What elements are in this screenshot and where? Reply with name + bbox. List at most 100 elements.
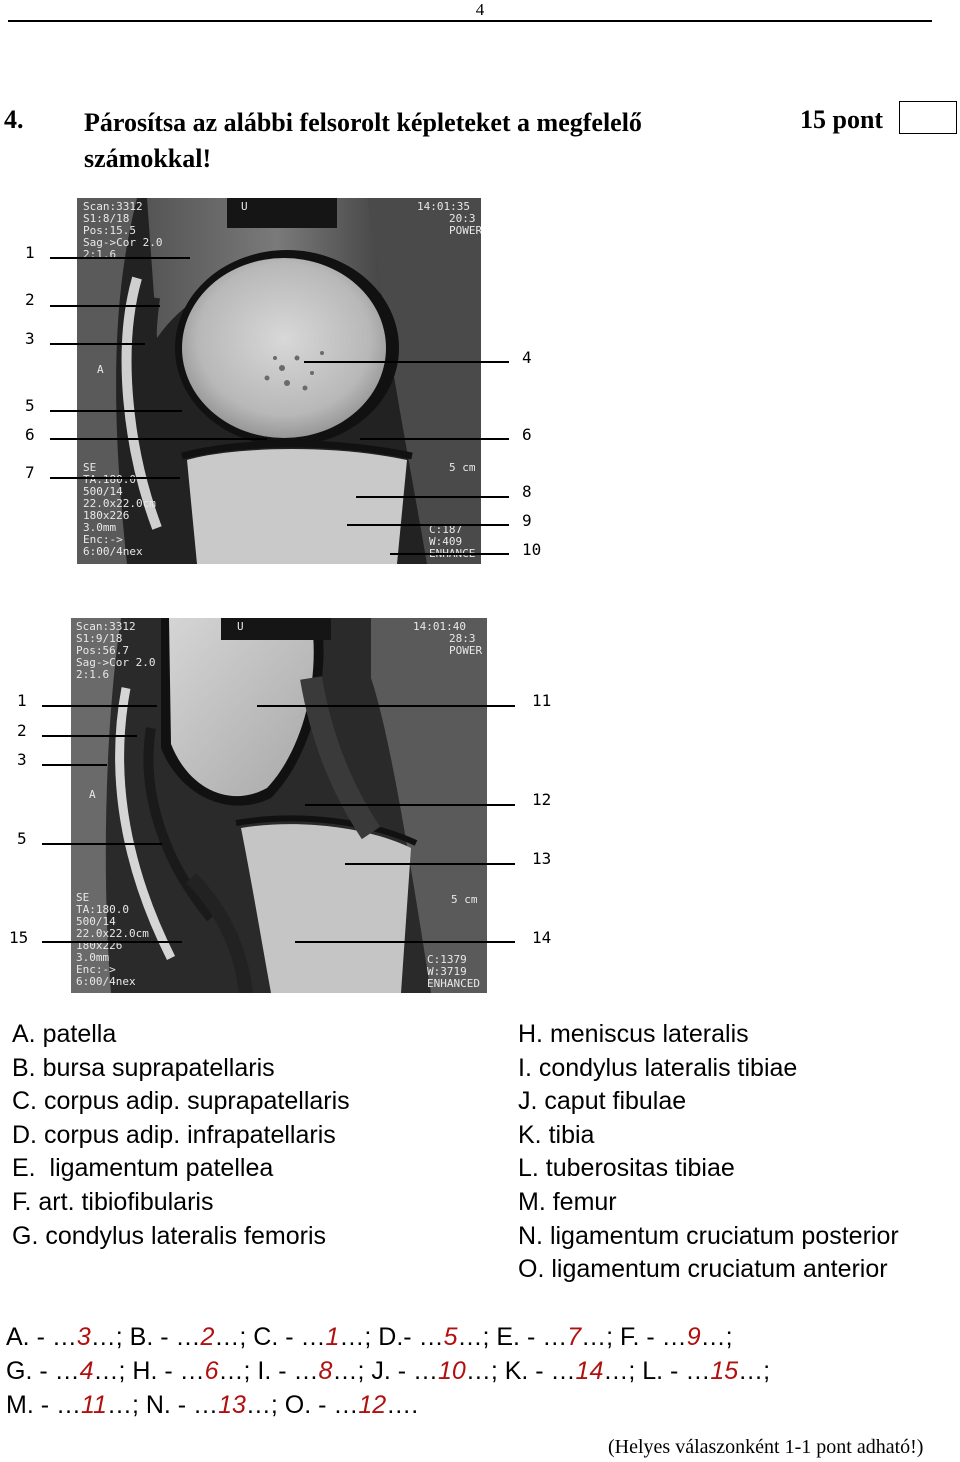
leader-1-right-9: [347, 524, 509, 526]
mri-1-overlay-right-3: POWER: [449, 224, 481, 237]
leader-2-right-14: [295, 941, 515, 943]
mri-1-overlay-br-1: C:187: [429, 523, 462, 536]
leader-2-left-3: [42, 764, 107, 766]
answer-c[interactable]: 1: [325, 1323, 340, 1351]
mri-2-overlay-left-1: Scan:3312: [76, 620, 136, 633]
leader-2-right-12: [305, 804, 515, 806]
question-number: 4.: [4, 105, 24, 134]
page-number: 4: [475, 0, 485, 19]
option-b: B. bursa suprapatellaris: [12, 1053, 275, 1082]
answer-line-2: G. - …4…; H. - …6…; I. - …8…; J. - …10…;…: [6, 1357, 771, 1385]
label-1-left-5: 5: [25, 396, 35, 415]
option-n: N. ligamentum cruciatum posterior: [518, 1221, 899, 1250]
option-i: I. condylus lateralis tibiae: [518, 1053, 798, 1082]
option-j: J. caput fibulae: [518, 1087, 687, 1116]
mri-2-overlay-right-2: 28:3: [449, 632, 476, 645]
answer-line-1: A. - …3…; B. - …2…; C. - …1…; D.- …5…; E…: [6, 1323, 733, 1351]
mri-2-overlay-bl-1: SE: [76, 891, 89, 904]
mri-2-overlay-bl-6: 3.0mm: [76, 951, 109, 964]
label-2-right-12: 12: [532, 790, 552, 809]
answer-l[interactable]: 15: [710, 1357, 739, 1385]
mri-2-overlay-br-2: W:3719: [427, 965, 467, 978]
label-2-left-3: 3: [17, 750, 27, 769]
mri-2-overlay-bl-4: 22.0x22.0cm: [76, 927, 149, 940]
mri-1-overlay-left-4: Sag->Cor 2.0: [83, 236, 162, 249]
label-1-left-2: 2: [25, 290, 35, 309]
label-1-left-7: 7: [25, 463, 35, 482]
mri-2-overlay-right-3: POWER: [449, 644, 482, 657]
option-o: O. ligamentum cruciatum anterior: [518, 1255, 888, 1284]
answer-f[interactable]: 9: [686, 1323, 701, 1351]
label-1-left-1: 1: [25, 243, 35, 262]
label-1-right-4: 4: [522, 348, 532, 367]
answer-block: A. - …3…; B. - …2…; C. - …1…; D.- …5…; E…: [6, 1320, 956, 1422]
answer-i[interactable]: 8: [318, 1357, 333, 1385]
score-box[interactable]: [899, 101, 957, 134]
option-a: A. patella: [12, 1020, 117, 1048]
leader-1-left-3: [50, 343, 145, 345]
label-1-right-10: 10: [522, 540, 542, 559]
leader-2-right-11: [257, 705, 515, 707]
option-h: H. meniscus lateralis: [518, 1020, 749, 1048]
option-m: M. femur: [518, 1187, 617, 1216]
option-k: K. tibia: [518, 1120, 595, 1149]
mri-1-overlay-right-2: 20:3: [449, 212, 476, 225]
answer-e[interactable]: 7: [567, 1323, 582, 1351]
answer-n[interactable]: 13: [218, 1391, 246, 1419]
mri-1-overlay-left-3: Pos:15.5: [83, 224, 136, 237]
mri-2-overlay-bl-8: 6:00/4nex: [76, 975, 136, 988]
answer-o[interactable]: 12: [358, 1391, 387, 1419]
mri-image-2: Scan:3312 S1:9/18 Pos:56.7 Sag->Cor 2.0 …: [71, 618, 487, 993]
mri-1-overlay-right-1: 14:01:35: [417, 200, 470, 213]
mri-2-overlay-left-4: Sag->Cor 2.0: [76, 656, 155, 669]
answer-k[interactable]: 14: [575, 1357, 604, 1385]
option-l: L. tuberositas tibiae: [518, 1154, 735, 1183]
mri-1-overlay-bl-1: SE: [83, 461, 96, 474]
leader-1-left-7: [50, 477, 180, 479]
answer-j[interactable]: 10: [438, 1357, 466, 1385]
mri-1-overlay-br-2: W:409: [429, 535, 462, 548]
options-left-column: A. patella B. bursa suprapatellaris C. c…: [12, 1018, 350, 1253]
mri-1-graphic: Scan:3312 S1:8/18 Pos:15.5 Sag->Cor 2.0 …: [77, 198, 481, 564]
mri-2-overlay-left-2: S1:9/18: [76, 632, 122, 645]
mri-2-overlay-a: A: [89, 788, 96, 801]
answer-d[interactable]: 5: [443, 1323, 458, 1351]
leader-2-right-13: [345, 863, 515, 865]
answer-h[interactable]: 6: [204, 1357, 219, 1385]
option-g: G. condylus lateralis femoris: [12, 1221, 327, 1250]
answer-m[interactable]: 11: [81, 1391, 107, 1419]
leader-1-right-6: [360, 438, 509, 440]
option-f: F. art. tibiofibularis: [12, 1187, 214, 1216]
option-e: E. ligamentum patellea: [12, 1154, 274, 1183]
footnote: (Helyes válaszonként 1-1 pont adható!): [608, 1436, 924, 1458]
mri-2-overlay-bl-3: 500/14: [76, 915, 116, 928]
mri-2-graphic: Scan:3312 S1:9/18 Pos:56.7 Sag->Cor 2.0 …: [71, 618, 487, 993]
option-d: D. corpus adip. infrapatellaris: [12, 1120, 336, 1149]
leader-1-right-8: [356, 496, 509, 498]
mri-1-overlay-bl-7: Enc:->: [83, 533, 123, 546]
label-1-right-9: 9: [522, 511, 532, 530]
label-2-left-2: 2: [17, 721, 27, 740]
mri-2-scale: 5 cm: [451, 893, 478, 906]
label-2-left-15: 15: [9, 928, 29, 947]
label-2-right-11: 11: [532, 691, 552, 710]
label-1-right-8: 8: [522, 482, 532, 501]
mri-1-overlay-bl-8: 6:00/4nex: [83, 545, 143, 558]
mri-2-overlay-br-3: ENHANCED: [427, 977, 480, 990]
option-c: C. corpus adip. suprapatellaris: [12, 1087, 350, 1116]
mri-2-overlay-bl-2: TA:180.0: [76, 903, 129, 916]
question-text: Párosítsa az alábbi felsorolt képleteket…: [84, 108, 642, 173]
leader-2-left-1: [42, 705, 157, 707]
mri-1-overlay-left-5: 2:1.6: [83, 248, 116, 261]
label-2-left-5: 5: [17, 829, 27, 848]
mri-1-overlay-a: A: [97, 363, 104, 376]
mri-2-overlay-left-3: Pos:56.7: [76, 644, 129, 657]
label-1-right-6: 6: [522, 425, 532, 444]
leader-2-left-5: [42, 843, 162, 845]
leader-2-left-15: [42, 941, 182, 943]
mri-1-overlay-bl-5: 180x226: [83, 509, 129, 522]
answer-b[interactable]: 2: [200, 1323, 215, 1351]
question-points: 15 pont: [800, 105, 884, 134]
answer-g[interactable]: 4: [79, 1357, 94, 1385]
answer-a[interactable]: 3: [76, 1323, 91, 1351]
